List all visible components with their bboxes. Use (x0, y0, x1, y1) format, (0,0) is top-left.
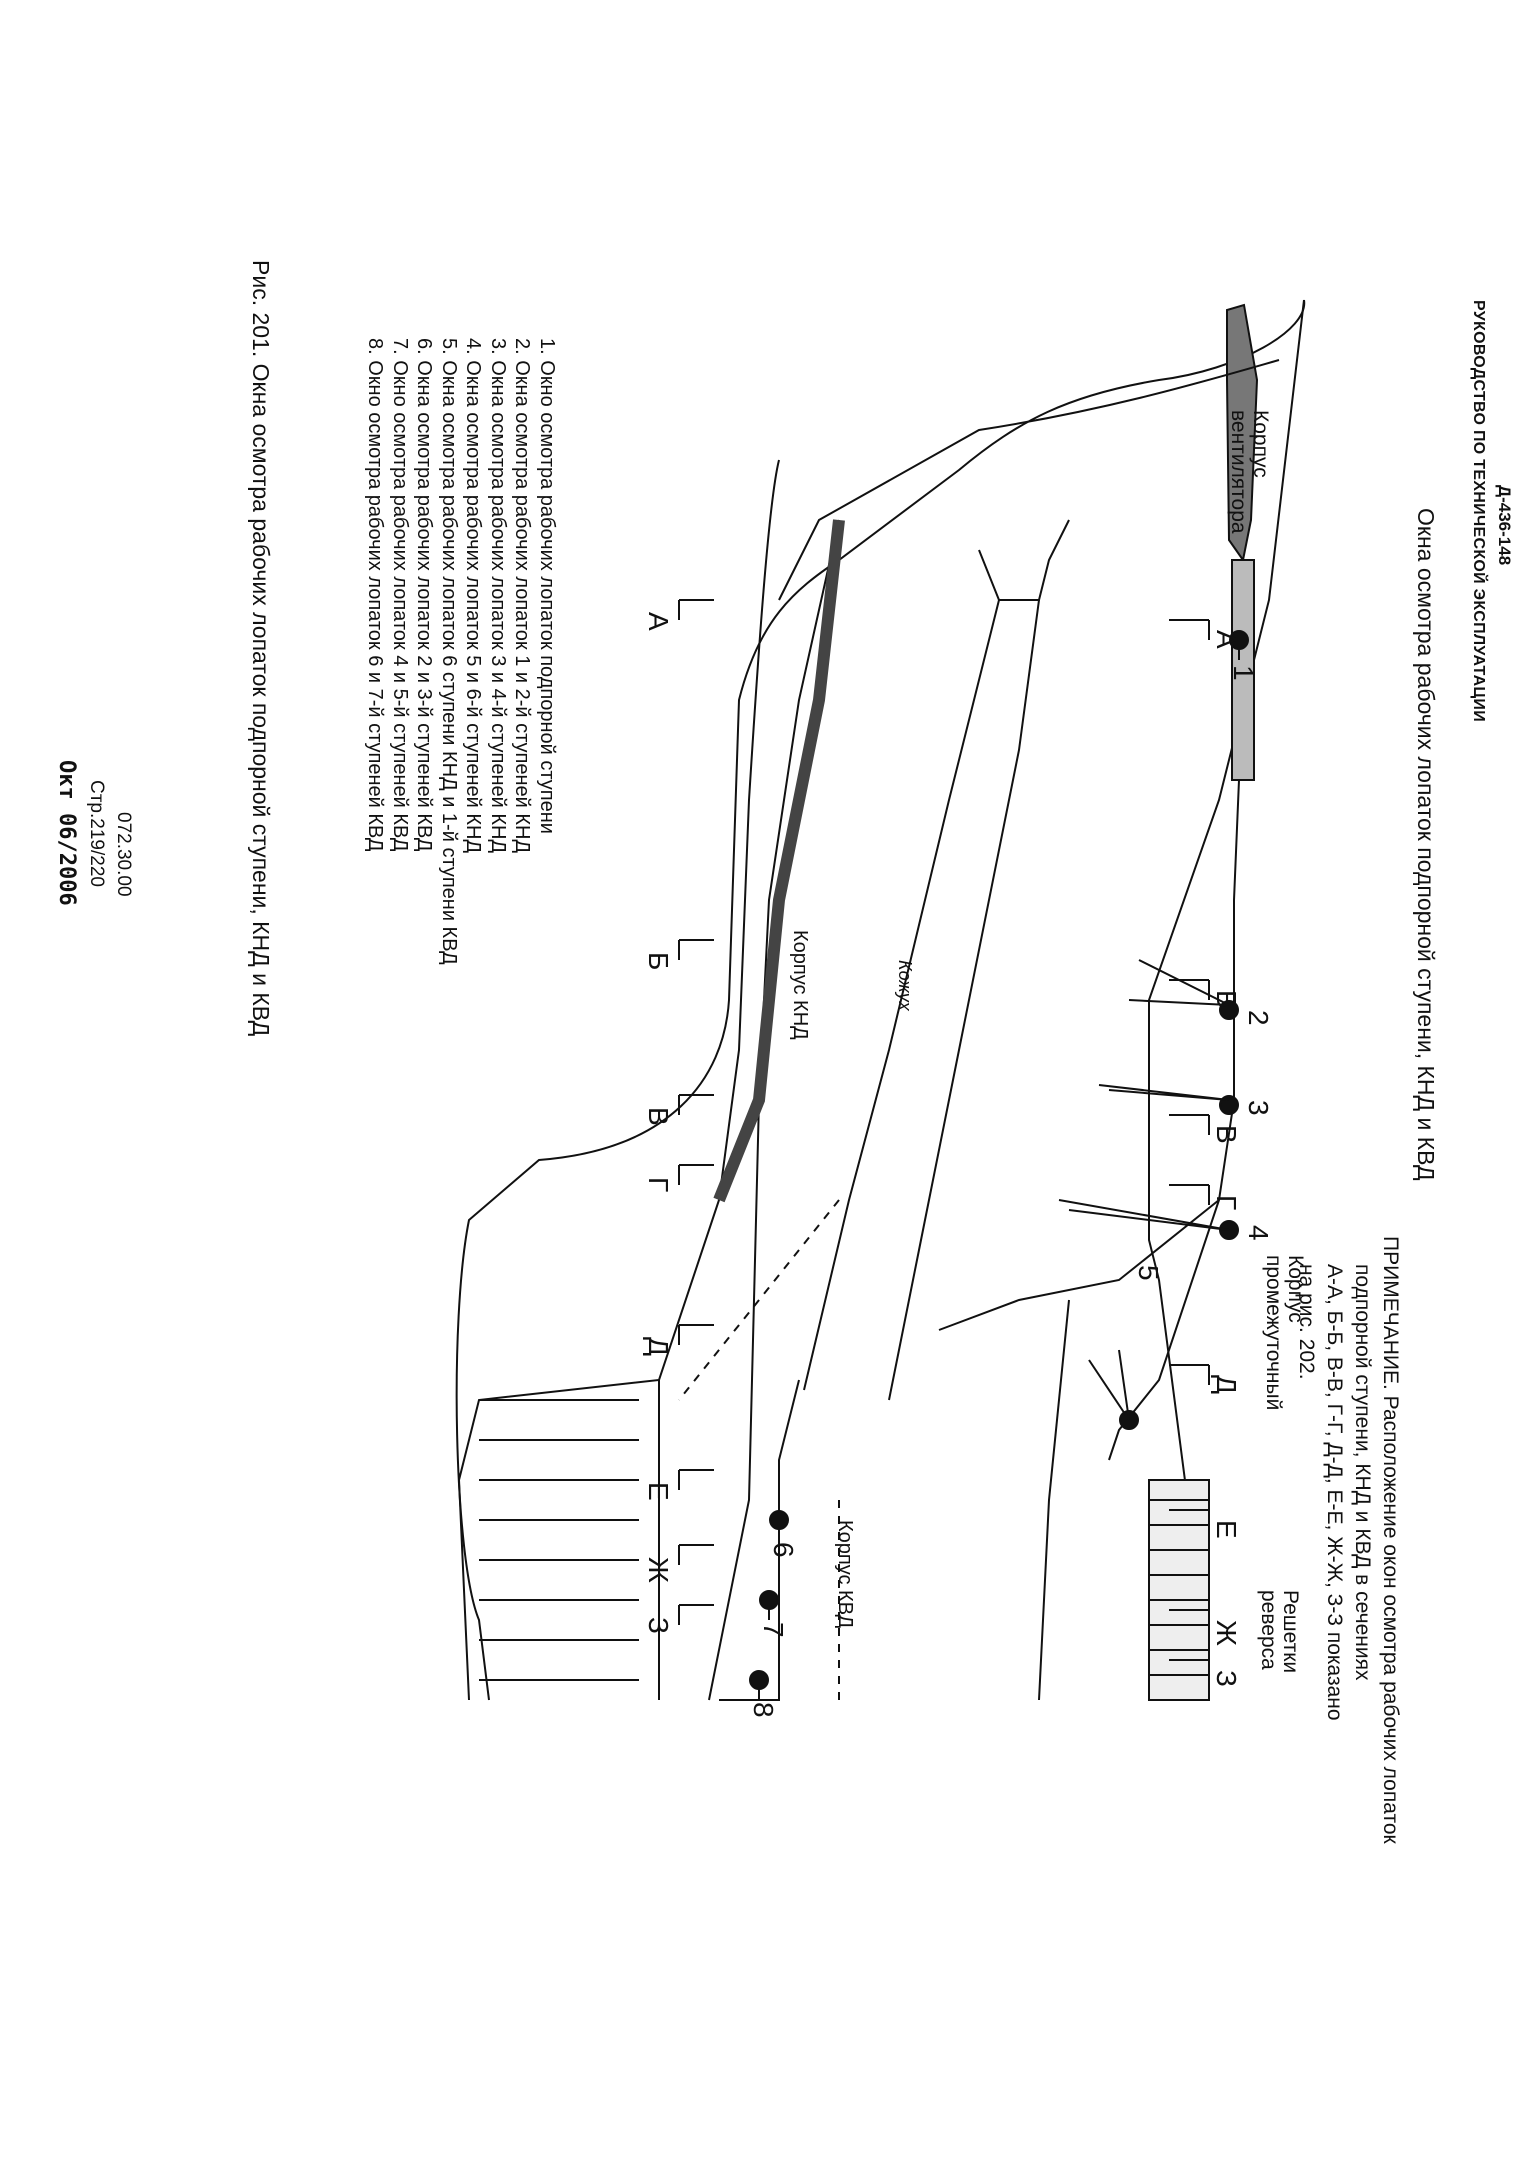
fan-blade (778, 359, 1280, 601)
duct-inner-line (1108, 779, 1240, 1461)
strut-1 (938, 1199, 1220, 1331)
revision-date: Окт 06/2006 (54, 760, 79, 906)
label-reverser-1: Решетки (1279, 1590, 1302, 1673)
cut-top-a (1169, 619, 1210, 640)
note-line: подпорной ступени, КНД и КВД в сечениях (1351, 1264, 1374, 1681)
leader-2 (1128, 959, 1230, 1006)
rotor-band (713, 519, 845, 1203)
label-lpc-case: Корпус КНД (789, 930, 811, 1040)
cut-bottom-b (678, 939, 714, 960)
page-number: Стр.219/220 (86, 780, 107, 887)
legend-item: 1. Окно осмотра рабочих лопаток подпорно… (536, 338, 558, 834)
legend-item: 3. Окна осмотра рабочих лопаток 3 и 4-й … (487, 338, 509, 854)
cut-bottom-zh (678, 1544, 714, 1565)
section-bottom-d: Д (643, 1337, 674, 1356)
label-fan-case-1: Корпус (1249, 410, 1272, 478)
callout-7: 7 (758, 1622, 789, 1638)
reverser-grid-lines (1149, 1499, 1209, 1676)
cut-top-e (1169, 1509, 1210, 1530)
section-bottom-v: В (643, 1107, 674, 1126)
section-bottom-zh: Ж (643, 1557, 674, 1583)
leader-3 (1098, 1084, 1230, 1101)
cut-bottom-a (678, 599, 714, 620)
legend-item: 7. Окно осмотра рабочих лопаток 4 и 5-й … (389, 338, 411, 852)
label-reverser-2: реверса (1257, 1590, 1280, 1670)
cut-top-zh (1169, 1609, 1210, 1630)
hpc-blades (479, 1380, 660, 1700)
callout-1: 1 (1228, 665, 1259, 681)
dashed-line-1 (678, 1199, 840, 1401)
strut-2 (1038, 1299, 1070, 1701)
section-top-d: Д (1211, 1375, 1242, 1394)
note-block: ПРИМЕЧАНИЕ. Расположение окон осмотра ра… (1292, 1236, 1404, 1844)
section-bottom-b: Б (643, 952, 674, 970)
note-line: ПРИМЕЧАНИЕ. Расположение окон осмотра ра… (1379, 1236, 1402, 1844)
callout-2: 2 (1243, 1010, 1274, 1026)
cut-top-g (1169, 1184, 1210, 1205)
callout-3: 3 (1243, 1100, 1274, 1116)
label-cowl: Кожух (895, 960, 915, 1012)
cut-top-d (1169, 1364, 1210, 1385)
section-top-g: Г (1211, 1195, 1242, 1210)
label-hpc-case: Корпус КВД (834, 1520, 856, 1629)
lpc-rail-3 (978, 519, 1070, 601)
lpc-rail-2 (803, 599, 1000, 1391)
cut-bottom-v (678, 1094, 714, 1115)
label-intermediate-1: Корпус (1284, 1255, 1307, 1323)
section-bottom-e: Е (643, 1482, 674, 1501)
chapter-reference: 072.30.00 (113, 812, 134, 897)
legend-item: 4. Окна осмотра рабочих лопаток 5 и 6-й … (462, 338, 485, 854)
section-top-zh: Ж (1211, 1620, 1242, 1646)
section-top-a: А (1211, 630, 1242, 649)
hpc-case (719, 1379, 800, 1701)
cut-bottom-g (678, 1164, 714, 1185)
label-fan-case-2: вентилятора (1227, 410, 1250, 534)
cut-top-z (1169, 1659, 1210, 1680)
cut-bottom-e (678, 1469, 714, 1490)
fan-case-ribs (1231, 559, 1255, 781)
cut-bottom-d (678, 1324, 714, 1345)
callout-6: 6 (768, 1542, 799, 1558)
reverser-grid (1148, 1479, 1210, 1701)
legend-item: 8. Окно осмотра рабочих лопаток 6 и 7-й … (364, 338, 387, 852)
callout-4: 4 (1243, 1225, 1274, 1241)
leader-4 (1058, 1199, 1230, 1231)
label-intermediate-2: промежуточный (1262, 1255, 1285, 1410)
lpc-rail-1 (888, 599, 1040, 1401)
cut-bottom-z (678, 1604, 714, 1625)
legend-item: 2. Окна осмотра рабочих лопаток 1 и 2-й … (511, 338, 534, 854)
note-line: на рис. 202. (1295, 1264, 1318, 1380)
leader-5 (1088, 1349, 1130, 1421)
cut-top-b (1169, 979, 1210, 1000)
callout-8: 8 (748, 1702, 779, 1718)
note-line: А-А, Б-Б, В-В, Г-Г, Д-Д, Е-Е, Ж-Ж, З-З п… (1323, 1264, 1346, 1721)
figure-caption: Рис. 201. Окна осмотра рабочих лопаток п… (248, 260, 274, 1037)
section-bottom-g: Г (643, 1177, 674, 1192)
section-top-b: Б (1211, 990, 1242, 1008)
legend-item: 6. Окна осмотра рабочих лопаток 2 и 3-й … (413, 338, 436, 852)
callout-5: 5 (1133, 1265, 1164, 1281)
section-top-e: Е (1211, 1520, 1242, 1539)
section-bottom-a: А (643, 612, 674, 631)
section-bottom-z: З (643, 1617, 674, 1634)
legend-list: 1. Окно осмотра рабочих лопаток подпорно… (363, 338, 559, 965)
nacelle-outline (455, 299, 1306, 1701)
legend-item: 5. Окна осмотра рабочих лопаток 6 ступен… (438, 338, 460, 965)
core-lower (457, 459, 780, 1701)
section-top-v: В (1211, 1125, 1242, 1144)
section-top-z: З (1211, 1670, 1242, 1687)
cut-top-v (1169, 1114, 1210, 1135)
